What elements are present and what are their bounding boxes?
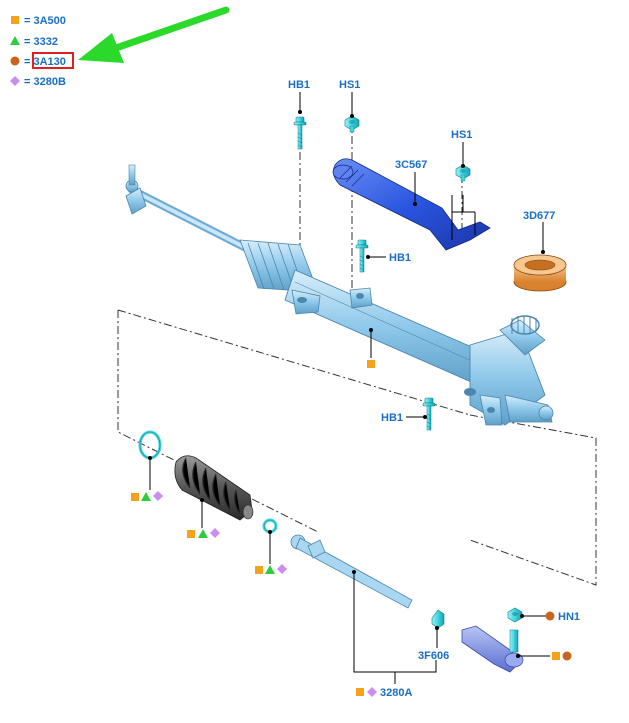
- heat-shield: [332, 158, 491, 251]
- inner-tie-rod: [290, 534, 413, 609]
- bolt-hb1-top: [293, 116, 307, 150]
- bolt-hb1-mid: [355, 239, 369, 273]
- legend-item-3a500: = 3A500: [24, 15, 66, 27]
- square-symbol-icon: [187, 530, 195, 538]
- label-3280a: 3280A: [380, 687, 412, 699]
- legend-item-3a130: = 3A130: [24, 56, 66, 68]
- highlight-box: [32, 52, 74, 69]
- triangle-symbol-icon: [10, 36, 20, 45]
- label-3d677: 3D677: [523, 210, 555, 222]
- square-symbol-icon: [367, 360, 375, 368]
- callout-labels: HB1 HS1 HS1 3C567 3D677 HB1 HB1 HN1 3F60…: [288, 79, 580, 699]
- triangle-symbol-icon: [265, 565, 275, 574]
- square-symbol-icon: [356, 688, 364, 696]
- square-symbol-icon: [131, 493, 139, 501]
- label-3f606: 3F606: [418, 650, 449, 662]
- diamond-symbol-icon: [277, 564, 287, 574]
- legend-item-3332: = 3332: [24, 36, 58, 48]
- label-hs1-top: HS1: [339, 79, 360, 91]
- bolt-hs1-top: [344, 115, 360, 133]
- triangle-symbol-icon: [141, 492, 151, 501]
- leader-lines: [148, 92, 550, 684]
- nut-hn1: [507, 607, 523, 623]
- label-hb1-mid: HB1: [389, 252, 411, 264]
- jam-nut: [431, 609, 445, 629]
- diamond-symbol-icon: [153, 491, 163, 501]
- diamond-symbol-icon: [10, 76, 20, 86]
- label-hs1-right: HS1: [451, 129, 472, 141]
- steering-rack: [125, 164, 554, 426]
- square-symbol-icon: [552, 652, 560, 660]
- symbol-markers: [131, 360, 572, 697]
- square-symbol-icon: [255, 566, 263, 574]
- circle-symbol-icon: [562, 651, 572, 661]
- square-symbol-icon: [11, 16, 19, 24]
- bearing: [513, 254, 567, 292]
- green-arrow-icon: [78, 6, 230, 63]
- diamond-symbol-icon: [367, 687, 377, 697]
- circle-symbol-icon: [545, 611, 555, 621]
- circle-symbol-icon: [10, 56, 20, 66]
- triangle-symbol-icon: [198, 529, 208, 538]
- label-3c567: 3C567: [395, 159, 427, 171]
- label-hb1-top: HB1: [288, 79, 310, 91]
- label-hb1-low: HB1: [381, 412, 403, 424]
- legend: = 3A500 = 3332 = 3A130 = 3280B: [10, 15, 74, 88]
- steering-boot: [174, 455, 254, 521]
- tie-rod-end: [461, 625, 524, 673]
- bolt-hs1-right: [455, 164, 471, 182]
- legend-item-3280b: = 3280B: [24, 76, 66, 88]
- bolt-hb1-low: [422, 397, 436, 431]
- diamond-symbol-icon: [210, 528, 220, 538]
- label-hn1: HN1: [558, 611, 580, 623]
